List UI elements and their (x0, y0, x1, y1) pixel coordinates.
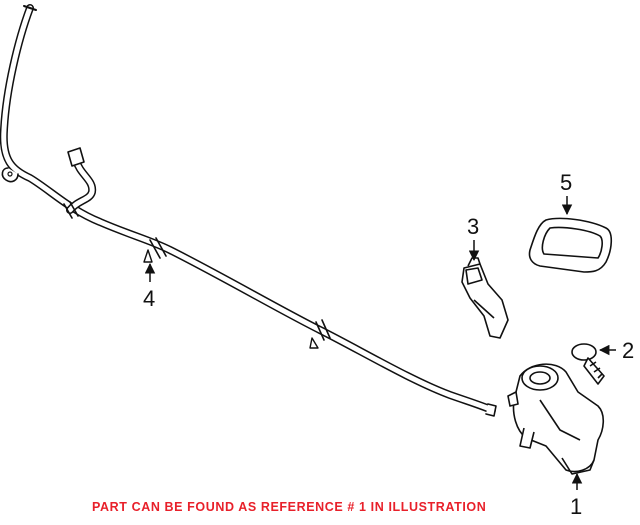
washer-hose (0, 4, 497, 417)
callout-3: 3 (467, 214, 479, 239)
screw (571, 343, 605, 385)
nozzle-cover (528, 217, 613, 273)
callout-4: 4 (143, 286, 155, 311)
callout-2: 2 (622, 338, 634, 363)
callout-1: 1 (570, 494, 582, 519)
washer-nozzle (461, 257, 509, 339)
callout-5: 5 (560, 170, 572, 195)
washer-pump (507, 363, 605, 475)
footer-note: PART CAN BE FOUND AS REFERENCE # 1 IN IL… (92, 500, 487, 514)
callout-arrows (144, 196, 616, 490)
